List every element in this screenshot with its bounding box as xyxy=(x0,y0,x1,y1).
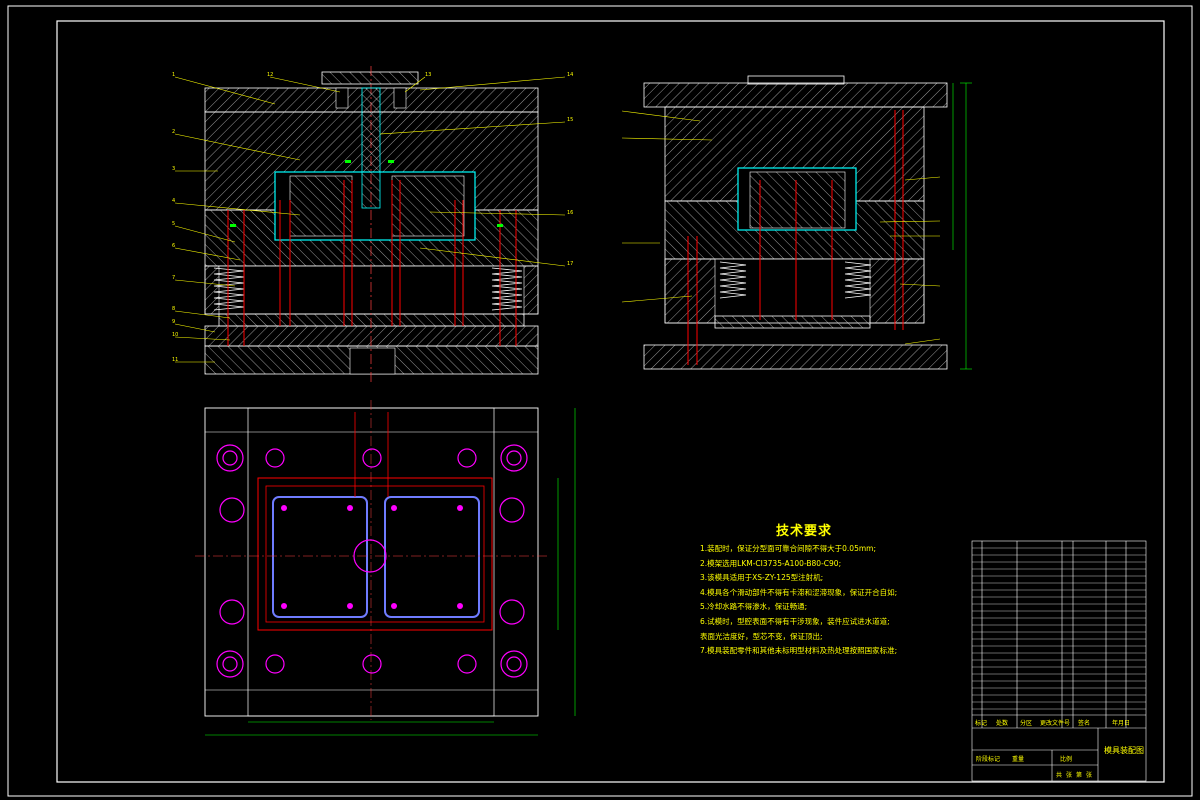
svg-text:17: 17 xyxy=(567,261,573,267)
svg-text:10: 10 xyxy=(172,332,178,338)
svg-text:9: 9 xyxy=(172,319,175,325)
parts-list-rows xyxy=(972,547,1146,710)
svg-text:1: 1 xyxy=(172,72,175,78)
svg-text:7: 7 xyxy=(172,275,175,281)
tb-count: 处数 xyxy=(996,720,1009,727)
plan-view xyxy=(195,400,576,736)
tech-item-4: 4.模具各个滑动部件不得有卡滞和涩滞现象，保证开合自如; xyxy=(700,587,898,597)
tech-item-3: 3.该模具适用于XS-ZY-125型注射机; xyxy=(700,573,824,583)
inner-frame xyxy=(56,20,1165,783)
tb-zone: 分区 xyxy=(1020,720,1033,727)
tb-weight: 重量 xyxy=(1012,756,1025,763)
svg-text:12: 12 xyxy=(267,72,273,78)
tb-change-doc: 更改文件号 xyxy=(1040,720,1071,727)
svg-text:13: 13 xyxy=(425,72,431,78)
tech-item-5: 5.冷却水路不得渗水，保证畅通; xyxy=(700,602,808,612)
tb-date: 年月日 xyxy=(1112,720,1131,727)
tb-stage: 阶段标记 xyxy=(976,756,1001,763)
tb-signature: 签名 xyxy=(1078,720,1091,727)
tech-item-2: 2.模架选用LKM-CI3735-A100-B80-C90; xyxy=(700,558,842,568)
tech-item-7: 表面光洁度好，型芯不变，保证顶出; xyxy=(700,631,823,641)
tb-sheet-unit2: 张 xyxy=(1086,772,1093,779)
svg-text:8: 8 xyxy=(172,306,175,312)
drawing-name: 模具装配图 xyxy=(1104,746,1144,755)
tb-sheet-total: 共 xyxy=(1056,772,1063,779)
svg-text:14: 14 xyxy=(567,72,573,78)
tech-requirements-title: 技术要求 xyxy=(776,524,833,539)
svg-text:16: 16 xyxy=(567,210,573,216)
svg-text:4: 4 xyxy=(172,198,175,204)
tb-sheet-unit: 张 xyxy=(1066,772,1073,779)
tech-item-6: 6.试模时，型腔表面不得有干涉现象，装件应试进水道道; xyxy=(700,616,890,626)
svg-text:6: 6 xyxy=(172,243,175,249)
tb-mark: 标记 xyxy=(975,720,988,727)
tech-item-8: 7.模具装配零件和其他未标明型材料及热处理按照国家标准; xyxy=(700,646,898,656)
svg-text:11: 11 xyxy=(172,357,178,363)
tech-requirements-list: 1.装配时，保证分型面可靠合间隙不得大于0.05mm; 2.模架选用LKM-CI… xyxy=(700,542,950,659)
tb-sheet-no: 第 xyxy=(1076,772,1083,779)
svg-text:2: 2 xyxy=(172,129,175,135)
svg-text:3: 3 xyxy=(172,166,175,172)
tb-scale: 比例 xyxy=(1060,756,1073,763)
outer-frame xyxy=(7,5,1193,797)
title-block xyxy=(971,540,1147,782)
svg-text:5: 5 xyxy=(172,221,175,227)
side-section-view xyxy=(621,75,972,370)
tech-item-1: 1.装配时，保证分型面可靠合间隙不得大于0.05mm; xyxy=(700,544,876,553)
svg-text:15: 15 xyxy=(567,117,573,123)
